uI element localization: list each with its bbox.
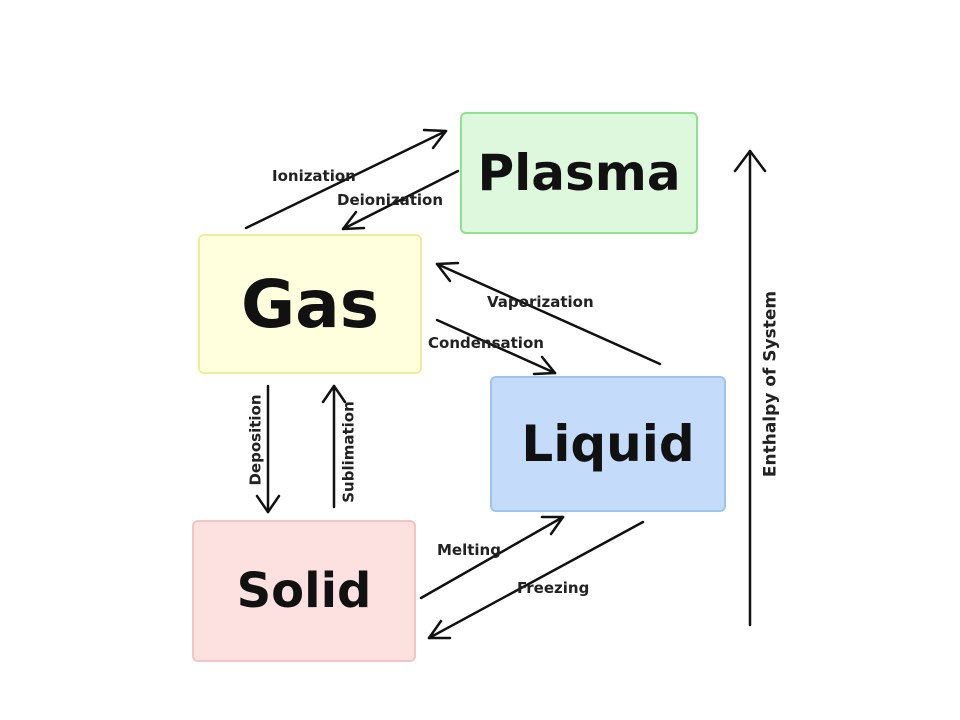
freezing-arrow	[427, 520, 645, 640]
ionization-label: Ionization	[272, 167, 356, 185]
enthalpy-axis-arrow	[733, 149, 767, 627]
enthalpy-axis-label: Enthalpy of System	[760, 290, 781, 478]
ionization-arrow	[244, 128, 448, 230]
state-box-plasma: Plasma	[460, 112, 698, 234]
condensation-label: Condensation	[428, 334, 544, 352]
state-label-solid: Solid	[236, 563, 372, 619]
sublimation-arrow	[321, 384, 347, 509]
state-box-gas: Gas	[198, 234, 422, 374]
condensation-arrow	[435, 318, 557, 376]
deionization-arrow	[341, 169, 460, 231]
melting-label: Melting	[437, 541, 501, 559]
state-box-solid: Solid	[192, 520, 416, 662]
deposition-label: Deposition	[246, 394, 265, 486]
state-label-plasma: Plasma	[477, 144, 681, 202]
sublimation-label: Sublimation	[339, 401, 358, 503]
vaporization-arrow	[435, 261, 662, 366]
state-box-liquid: Liquid	[490, 376, 726, 512]
vaporization-label: Vaporization	[487, 293, 594, 311]
deionization-label: Deionization	[337, 191, 444, 209]
freezing-label: Freezing	[517, 579, 590, 597]
deposition-arrow	[255, 384, 281, 514]
state-label-gas: Gas	[241, 265, 379, 343]
melting-arrow	[419, 515, 565, 600]
state-label-liquid: Liquid	[521, 415, 695, 473]
